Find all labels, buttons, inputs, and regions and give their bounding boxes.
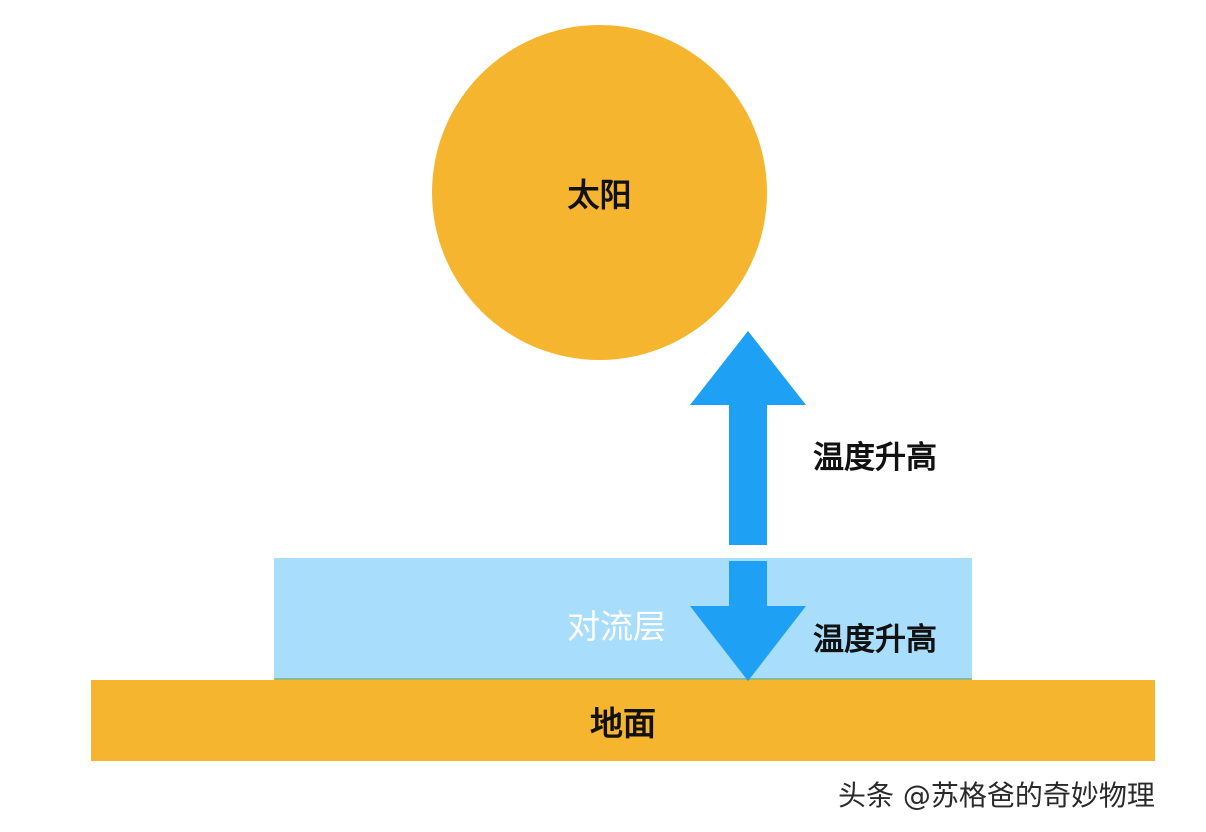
temperature-rise-label-lower: 温度升高: [813, 622, 937, 658]
downward-arrow: [690, 561, 806, 681]
ground-label: 地面: [590, 703, 656, 743]
sun-label: 太阳: [567, 175, 632, 214]
troposphere-label: 对流层: [567, 607, 666, 646]
ground: 地面: [91, 680, 1155, 761]
upward-arrow: [690, 331, 806, 545]
watermark: 头条 @苏格爸的奇妙物理: [838, 779, 1155, 812]
troposphere-layer: [274, 558, 972, 682]
sun: 太阳: [432, 25, 767, 360]
temperature-rise-label-upper: 温度升高: [813, 440, 937, 476]
